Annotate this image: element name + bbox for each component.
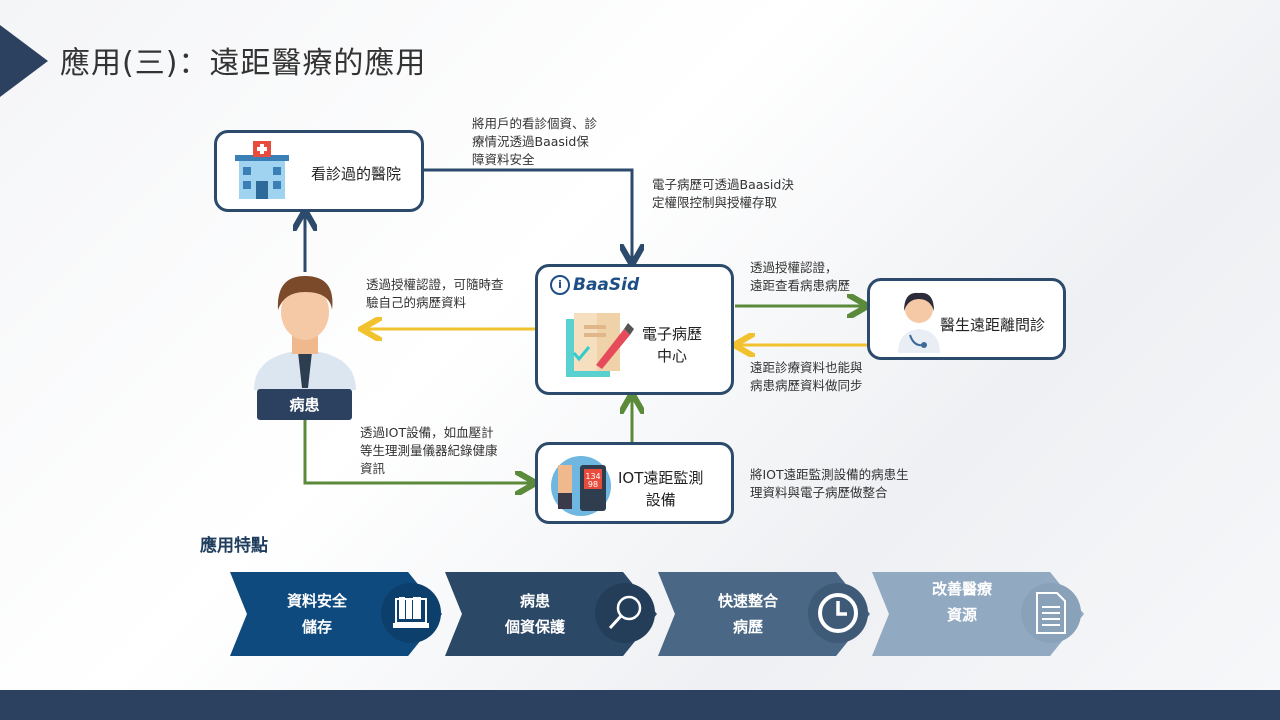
note-doctor-to-center: 遠距診療資料也能與 病患病歷資料做同步 <box>750 360 863 393</box>
note-hospital-to-center: 將用戶的看診個資、診 療情況透過Baasid保 障資料安全 <box>472 116 598 167</box>
feature-label-1: 資料安全 儲存 <box>286 592 347 636</box>
doctor-icon <box>898 292 940 353</box>
computer-books-icon <box>381 583 441 643</box>
hospital-node[interactable]: 看診過的醫院 <box>214 130 424 212</box>
note-center-to-patient: 透過授權認證，可隨時查 驗自己的病歷資料 <box>366 277 504 310</box>
hospital-icon <box>235 141 289 199</box>
patient-node[interactable]: 病患 <box>252 270 358 420</box>
svg-text:134: 134 <box>585 472 600 481</box>
doctor-node[interactable]: 醫生遠距離問診 <box>867 278 1066 360</box>
baasid-logo-text: BaaSid <box>573 275 640 295</box>
feature-label-2: 病患 個資保護 <box>504 592 565 636</box>
footer-bar <box>0 690 1280 720</box>
patient-to-iot-line <box>303 420 533 483</box>
features-heading: 應用特點 <box>200 536 268 556</box>
note-center-access: 電子病歷可透過Baasid決 定權限控制與授權存取 <box>652 177 794 210</box>
baasid-logo-icon: i <box>550 275 570 295</box>
hospital-to-center-line <box>423 168 632 262</box>
magnifier-icon <box>595 583 655 643</box>
note-patient-to-iot: 透過IOT設備，如血壓計 等生理測量儀器紀錄健康 資訊 <box>360 425 498 476</box>
baasid-logo: i BaaSid <box>550 275 639 295</box>
ehr-center-label: 電子病歷 中心 <box>642 325 703 365</box>
medical-record-icon <box>566 313 634 377</box>
clock-icon <box>808 583 868 643</box>
note-iot-to-center: 將IOT遠距監測設備的病患生 理資料與電子病歷做整合 <box>750 467 909 500</box>
title-marker <box>0 25 48 97</box>
feature-label-4: 改善醫療 資源 <box>931 580 992 624</box>
patient-label: 病患 <box>257 389 352 420</box>
iot-label: IOT遠距監測 設備 <box>618 469 704 509</box>
page-title: 應用(三)：遠距醫療的應用 <box>60 46 427 81</box>
hospital-label: 看診過的醫院 <box>311 165 402 183</box>
ehr-center-node[interactable]: i BaaSid 電子病歷 中心 <box>535 264 734 395</box>
document-icon <box>1021 583 1081 643</box>
feature-label-3: 快速整合 病歷 <box>717 592 778 636</box>
doctor-label: 醫生遠距離問診 <box>940 316 1046 334</box>
patient-avatar-icon <box>254 276 356 390</box>
svg-text:98: 98 <box>588 480 598 489</box>
note-center-to-doctor: 透過授權認證， 遠距查看病患病歷 <box>750 260 851 293</box>
